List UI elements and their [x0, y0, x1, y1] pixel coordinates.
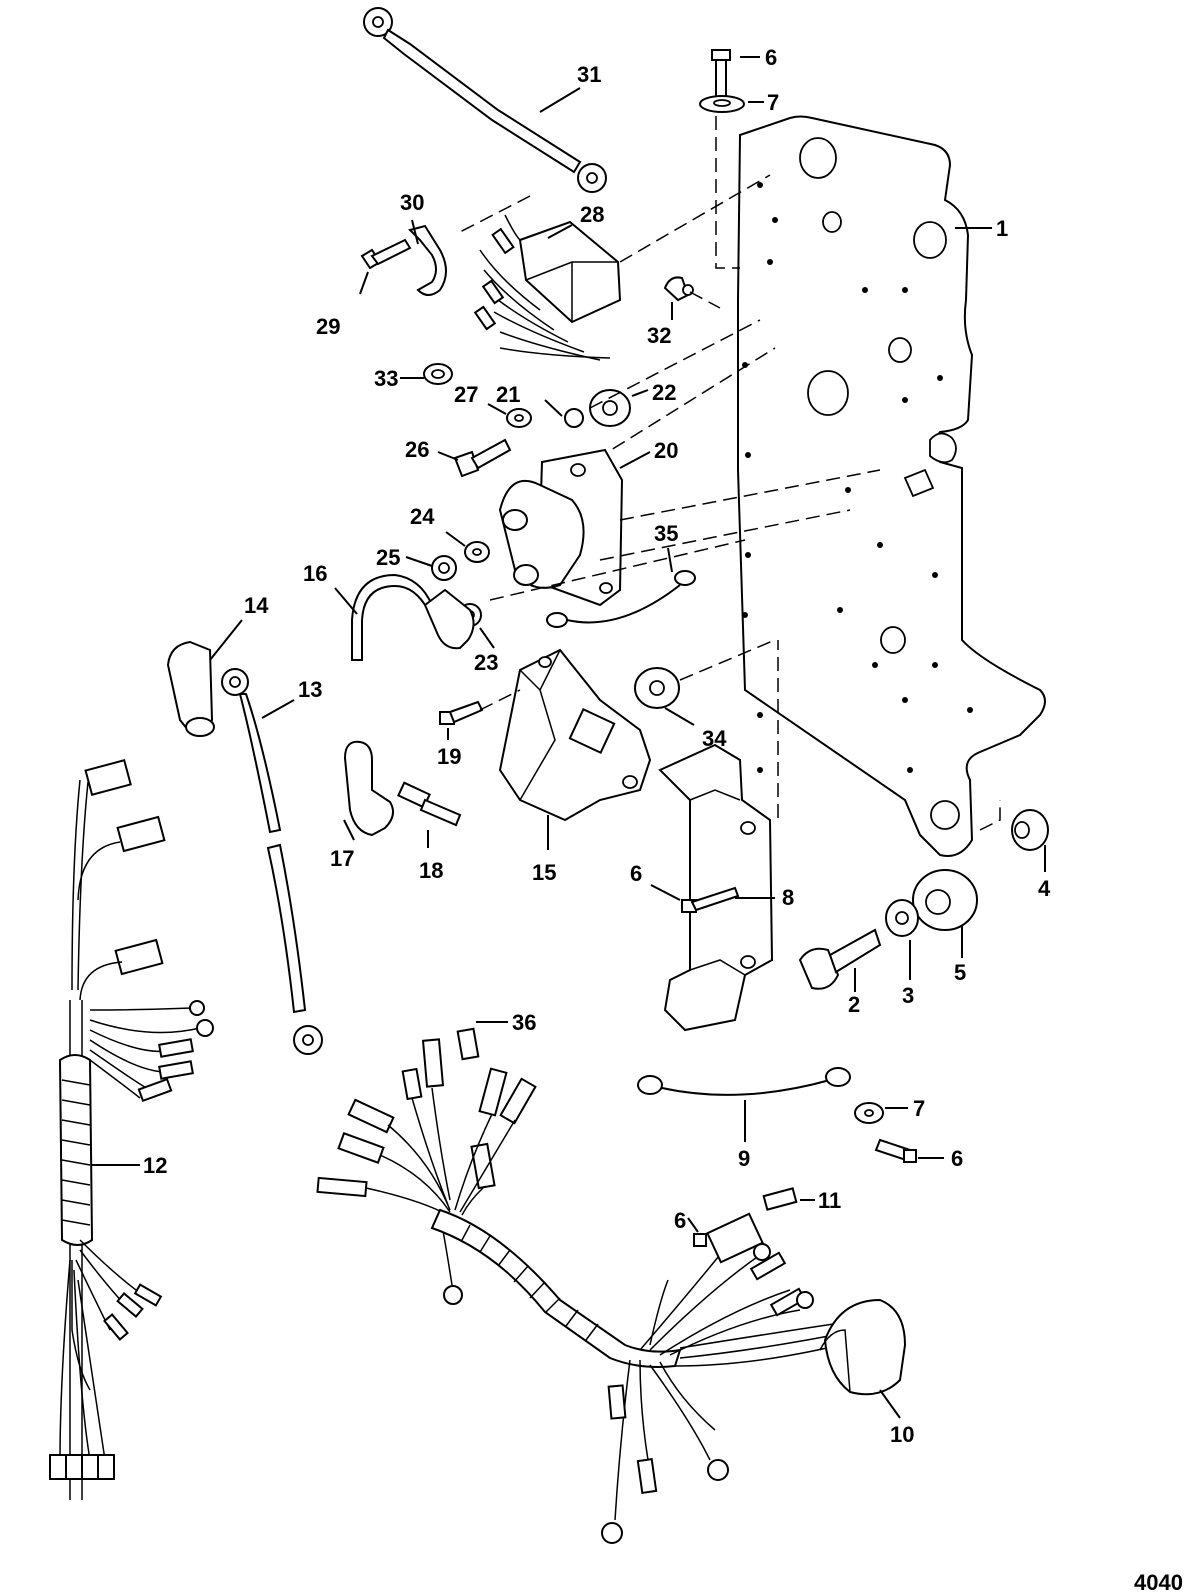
callout-28: 28: [580, 202, 604, 227]
part-21-sleeve[interactable]: [544, 399, 584, 428]
callout-6-top: 6: [765, 45, 777, 70]
part-19-screw[interactable]: [439, 700, 484, 740]
part-9-strap[interactable]: [637, 1067, 851, 1142]
callout-10: 10: [890, 1422, 914, 1447]
part-28-module[interactable]: [473, 214, 622, 361]
callout-31: 31: [577, 62, 601, 87]
part-31-cable[interactable]: [363, 7, 607, 193]
callout-18: 18: [419, 858, 443, 883]
callout-13: 13: [298, 677, 322, 702]
callout-1: 1: [996, 216, 1008, 241]
part-26-bolt[interactable]: [437, 438, 512, 478]
callout-7-lower: 7: [913, 1096, 925, 1121]
part-25-nut[interactable]: [405, 555, 457, 581]
callout-7-top: 7: [767, 90, 779, 115]
callout-12: 12: [143, 1153, 167, 1178]
part-4-grommet[interactable]: [1011, 809, 1049, 872]
callout-26: 26: [405, 437, 429, 462]
part-32-clip[interactable]: [663, 276, 694, 320]
part-33-clamp[interactable]: [400, 363, 453, 385]
callout-6-harness: 6: [674, 1208, 686, 1233]
callout-11: 11: [818, 1188, 841, 1213]
part-3-washer[interactable]: [885, 899, 919, 980]
part-20-solenoid[interactable]: [498, 448, 651, 607]
part-16-wire[interactable]: [334, 573, 475, 661]
part-2-bolt[interactable]: [798, 928, 882, 992]
callout-23: 23: [474, 650, 498, 675]
part-18-sensor[interactable]: [397, 781, 462, 848]
callout-labels: 1 2 3 4 5 6 6 6 6 7 7 8 9 10 11 12 13 14…: [143, 45, 1183, 1595]
part-7-washer-lower[interactable]: [854, 1102, 908, 1124]
callout-14: 14: [244, 593, 269, 618]
callout-17: 17: [330, 846, 354, 871]
part-10-harness[interactable]: [316, 1038, 907, 1544]
part-30-clamp[interactable]: [408, 219, 447, 296]
part-6-screw-bracket[interactable]: [650, 884, 740, 913]
callout-15: 15: [532, 860, 556, 885]
part-35-lead[interactable]: [546, 547, 696, 628]
callout-2: 2: [848, 992, 860, 1017]
callout-6-lower: 6: [951, 1146, 963, 1171]
part-8-bracket[interactable]: [658, 743, 775, 1032]
part-14-boot[interactable]: [166, 619, 243, 737]
part-6-screw-harness[interactable]: [687, 1217, 707, 1247]
callout-30: 30: [400, 190, 424, 215]
part-34-washer[interactable]: [634, 667, 695, 726]
callout-5: 5: [954, 960, 966, 985]
callout-16: 16: [303, 561, 327, 586]
part-29-screw[interactable]: [359, 238, 412, 295]
callout-20: 20: [654, 438, 678, 463]
part-11-fuse[interactable]: [762, 1187, 815, 1211]
part-6-screw-lower[interactable]: [874, 1138, 944, 1163]
callout-19: 19: [437, 744, 461, 769]
part-1-mounting-plate[interactable]: [737, 115, 1046, 857]
part-24-washer[interactable]: [445, 531, 490, 563]
callout-8: 8: [782, 885, 794, 910]
part-22-grommet[interactable]: [589, 389, 649, 427]
callout-25: 25: [376, 545, 400, 570]
part-13-cable[interactable]: [221, 668, 323, 1055]
callout-6-bracket: 6: [630, 861, 642, 886]
part-7-washer-top[interactable]: [699, 95, 764, 113]
callout-35: 35: [654, 521, 678, 546]
part-17-boot[interactable]: [343, 740, 395, 841]
part-12-harness[interactable]: [49, 759, 214, 1500]
callout-4: 4: [1038, 876, 1051, 901]
figure-id: 4040: [1134, 1570, 1183, 1595]
callout-21: 21: [496, 382, 520, 407]
part-6-screw-top[interactable]: [711, 49, 760, 99]
part-15-coil[interactable]: [498, 648, 652, 850]
callout-29: 29: [316, 314, 340, 339]
callout-32: 32: [647, 323, 671, 348]
callout-22: 22: [652, 380, 676, 405]
callout-24: 24: [410, 504, 435, 529]
callout-36: 36: [512, 1010, 536, 1035]
callout-33: 33: [374, 366, 398, 391]
part-5-mount[interactable]: [912, 869, 978, 958]
callout-3: 3: [902, 983, 914, 1008]
callout-27: 27: [454, 382, 478, 407]
part-36-sleeve[interactable]: [456, 1021, 508, 1061]
part-27-washer[interactable]: [487, 403, 532, 428]
callout-9: 9: [738, 1146, 750, 1171]
callout-34: 34: [702, 726, 727, 751]
